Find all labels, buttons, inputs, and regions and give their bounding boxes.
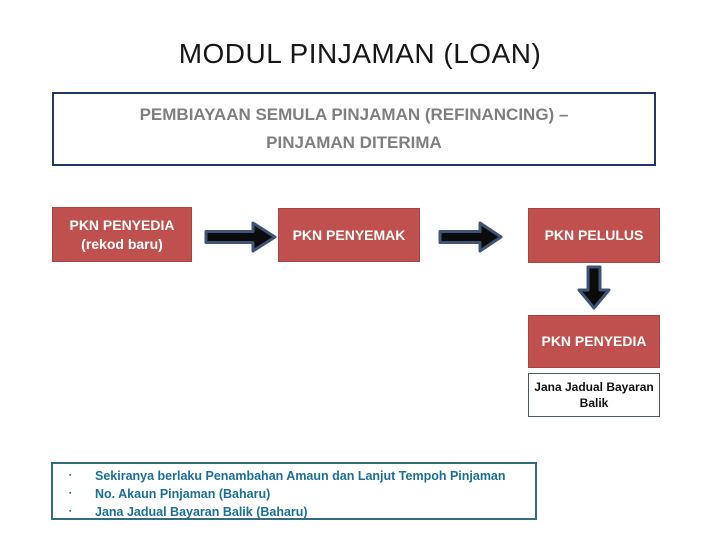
arrow-right-icon bbox=[438, 221, 503, 253]
flow-step-sublabel: (rekod baru) bbox=[81, 235, 163, 252]
flow-step-label: PKN PENYEDIA bbox=[69, 216, 175, 233]
bullet-icon: ▪ bbox=[69, 508, 72, 515]
output-box-jana-jadual-bayaran-balik: Jana Jadual Bayaran Balik bbox=[528, 373, 660, 417]
flow-step-pkn-penyedia-rekod-baru: PKN PENYEDIA (rekod baru) bbox=[52, 207, 192, 262]
flow-step-pkn-penyedia: PKN PENYEDIA bbox=[528, 315, 660, 368]
bullet-icon: ▪ bbox=[69, 490, 72, 497]
list-item: ▪ No. Akaun Pinjaman (Baharu) bbox=[53, 485, 535, 503]
note-text: Jana Jadual Bayaran Balik (Baharu) bbox=[95, 505, 308, 519]
arrow-right-icon bbox=[204, 221, 277, 253]
output-box-label: Jana Jadual Bayaran Balik bbox=[534, 380, 654, 410]
list-item: ▪ Sekiranya berlaku Penambahan Amaun dan… bbox=[53, 467, 535, 485]
subtitle-box: PEMBIAYAAN SEMULA PINJAMAN (REFINANCING)… bbox=[52, 92, 656, 166]
note-text: Sekiranya berlaku Penambahan Amaun dan L… bbox=[95, 469, 506, 483]
page-title: MODUL PINJAMAN (LOAN) bbox=[178, 38, 542, 69]
note-text: No. Akaun Pinjaman (Baharu) bbox=[95, 487, 271, 501]
flow-step-pkn-pelulus: PKN PELULUS bbox=[528, 208, 660, 263]
flow-step-label: PKN PENYEDIA bbox=[541, 333, 647, 349]
flow-step-label: PKN PENYEMAK bbox=[292, 226, 406, 243]
list-item: ▪ Jana Jadual Bayaran Balik (Baharu) bbox=[53, 503, 535, 521]
subtitle-line-2: PINJAMAN DITERIMA bbox=[266, 133, 442, 152]
subtitle-line-1: PEMBIAYAAN SEMULA PINJAMAN (REFINANCING)… bbox=[139, 105, 569, 124]
arrow-down-icon bbox=[577, 265, 611, 310]
notes-box: ▪ Sekiranya berlaku Penambahan Amaun dan… bbox=[51, 462, 537, 520]
bullet-icon: ▪ bbox=[69, 472, 72, 479]
flow-step-label: PKN PELULUS bbox=[544, 227, 644, 243]
flow-step-pkn-penyemak: PKN PENYEMAK bbox=[278, 208, 420, 262]
